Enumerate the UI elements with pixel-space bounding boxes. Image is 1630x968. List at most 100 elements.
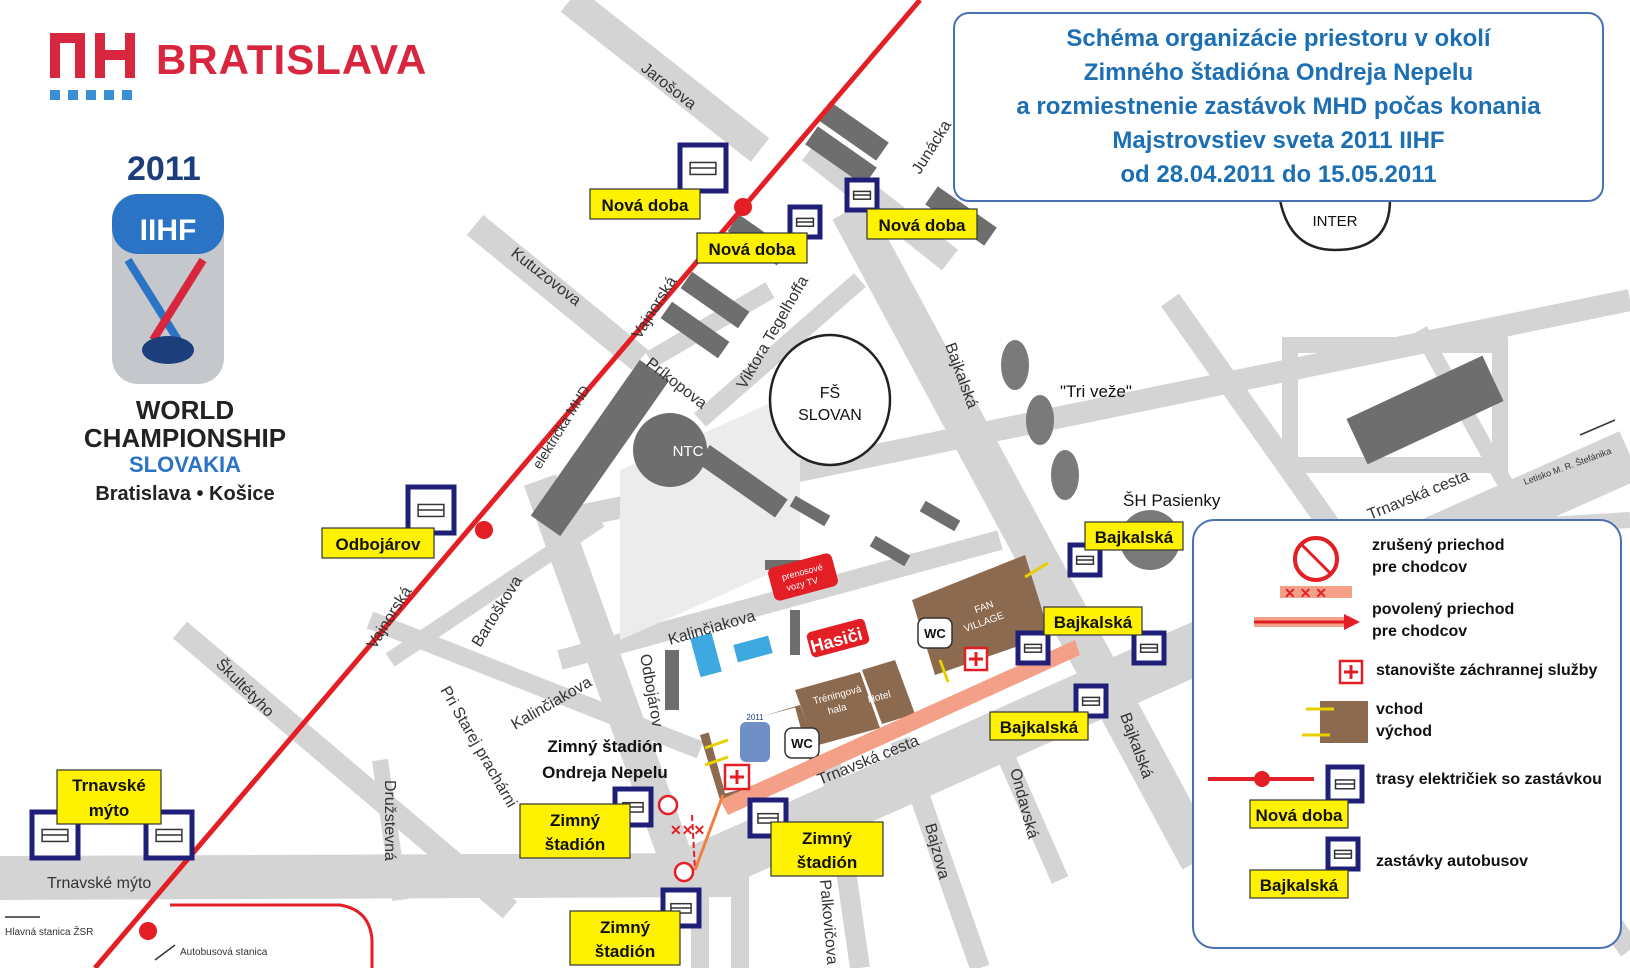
svg-text:Nová doba: Nová doba — [602, 196, 689, 215]
stop-label-nova-doba-2: Nová doba — [696, 232, 808, 264]
airport-arrow-icon — [1579, 419, 1616, 436]
svg-text:Zimný: Zimný — [550, 811, 601, 830]
title-line-1: Schéma organizácie priestoru v okolí — [1066, 25, 1491, 52]
stop-label-nova-doba-1: Nová doba — [589, 188, 701, 220]
street-pri-starej: Pri Starej prachárni — [437, 684, 520, 811]
svg-text:štadión: štadión — [797, 853, 857, 872]
bus-stop-icon — [1073, 683, 1109, 719]
street-trnavske-myto: Trnavské mýto — [47, 875, 151, 892]
stadium-label-2: Ondreja Nepelu — [542, 763, 668, 782]
entry-arrow — [1024, 561, 1049, 579]
closed-crossing-icon: ✕ ✕ ✕ — [1280, 536, 1352, 601]
stop-label-bajkalska-2: Bajkalská — [1043, 606, 1143, 636]
svg-text:Bajkalská: Bajkalská — [1054, 613, 1133, 632]
title-line-5: od 28.04.2011 do 15.05.2011 — [1120, 161, 1437, 188]
training-hall-label-2: hala — [827, 702, 849, 718]
legend-entry: vchod — [1376, 701, 1424, 718]
fs-slovan-label-1: FŠ — [820, 383, 840, 402]
place-labels: FŠ SLOVAN NTC INTER "Tri veže" ŠH Pasien… — [542, 213, 1357, 782]
tram-stop-icon — [677, 142, 729, 194]
stop-labels: Nová doba Nová doba Nová doba Odbojárov … — [56, 188, 1184, 966]
svg-text:Nová doba: Nová doba — [709, 240, 796, 259]
tram-route-icon — [1208, 771, 1314, 787]
iihf-text: IIHF — [140, 214, 197, 247]
street-junacka: Junácka — [909, 117, 955, 177]
svg-text:Nová doba: Nová doba — [879, 216, 966, 235]
bus-stop-icon — [787, 204, 823, 240]
svg-text:Nová doba: Nová doba — [1256, 806, 1343, 825]
bus-station-arrow-icon — [154, 944, 176, 961]
svg-text:Zimný: Zimný — [600, 918, 651, 937]
tri-veze-label: "Tri veže" — [1060, 382, 1132, 401]
main-station-direction: Hlavná stanica ŽSR — [5, 925, 93, 938]
exit-arrow — [704, 755, 729, 767]
svg-text:Zimný: Zimný — [802, 829, 853, 848]
street-skultetyho: Škultétyho — [212, 654, 278, 720]
entry-arrow — [704, 738, 729, 750]
no-pedestrian-icon — [657, 794, 679, 816]
bus-stop-icon — [1015, 630, 1051, 666]
bus-station-direction: Autobusová stanica — [180, 947, 268, 958]
svg-text:Trnavské: Trnavské — [72, 776, 146, 795]
title-line-4: Majstrovstiev sveta 2011 IIHF — [1112, 127, 1445, 154]
stop-label-zimny-3: Zimný štadión — [569, 910, 681, 966]
legend-stop-bajkalska: Bajkalská — [1249, 869, 1349, 899]
wc-label-stadium: WC — [791, 736, 813, 751]
tram-stop-icon — [1325, 764, 1365, 804]
legend-rescue: stanovište záchrannej služby — [1376, 662, 1598, 679]
legend-tram: trasy električiek so zastávkou — [1376, 771, 1602, 788]
stadium-label-1: Zimný štadión — [547, 737, 662, 756]
svg-text:mýto: mýto — [89, 801, 130, 820]
bus-stop-icon — [1325, 836, 1361, 872]
small-logo: 2011 — [746, 713, 764, 722]
svg-text:Bajkalská: Bajkalská — [1095, 528, 1174, 547]
bus-stop-icon — [1325, 836, 1361, 872]
allowed-crossing-icon — [1254, 614, 1360, 630]
exit-arrow — [938, 659, 950, 683]
no-pedestrian-icon — [673, 861, 695, 883]
wc-label-fan: WC — [924, 626, 946, 641]
title-line-2: Zimného štadióna Ondreja Nepelu — [1083, 59, 1474, 86]
tram-stop-icon — [660, 887, 702, 929]
svg-text:Bajkalská: Bajkalská — [1000, 718, 1079, 737]
tram-stop-icon — [405, 484, 457, 536]
closed-crossing-icon: ✕✕✕ — [670, 822, 705, 838]
title-line-3: a rozmiestnenie zastávok MHD počas konan… — [1016, 93, 1541, 120]
street-palkovicova: Palkovičova — [816, 879, 840, 966]
legend-stop-nova-doba: Nová doba — [1249, 799, 1349, 829]
wc-line-3: SLOVAKIA — [128, 452, 242, 477]
ntc-label: NTC — [673, 443, 704, 460]
svg-text:štadión: štadión — [595, 942, 655, 961]
legend-allowed-2: pre chodcov — [1372, 623, 1468, 640]
entry-exit-icon — [1302, 701, 1368, 743]
sh-pasienky-label: ŠH Pasienky — [1123, 491, 1221, 510]
stop-label-bajkalska-3: Bajkalská — [989, 711, 1089, 741]
wc-line-2: CHAMPIONSHIP — [83, 423, 287, 453]
stadium-complex: 2011 Tréningová hala Hotel FAN VILLAGE H… — [690, 553, 1080, 815]
svg-text:Bajkalská: Bajkalská — [1260, 876, 1339, 895]
stop-icons — [29, 142, 1167, 929]
svg-text:✕ ✕ ✕: ✕ ✕ ✕ — [1284, 585, 1327, 601]
pedestrian-crossings: ✕✕✕ — [657, 794, 725, 883]
inter-label: INTER — [1313, 213, 1358, 230]
wc-line-4: Bratislava • Košice — [95, 483, 275, 505]
city-brand: BRATISLAVA — [156, 36, 428, 83]
rescue-icon — [963, 646, 989, 672]
stop-label-bajkalska-1: Bajkalská — [1084, 521, 1184, 551]
tram-line — [93, 0, 922, 968]
fs-slovan-label-2: SLOVAN — [798, 407, 862, 424]
svg-text:Odbojárov: Odbojárov — [335, 535, 421, 554]
legend-exit: východ — [1376, 723, 1433, 740]
wc-line-1: WORLD — [135, 395, 235, 425]
stop-label-nova-doba-3: Nová doba — [866, 208, 978, 240]
legend-closed-2: pre chodcov — [1372, 559, 1468, 576]
stop-label-trnavske-myto: Trnavské mýto — [56, 769, 162, 825]
bus-stop-icon — [844, 177, 880, 213]
bus-stop-icon — [1131, 630, 1167, 666]
legend: ✕ ✕ ✕ Nová doba Bajkalská zrušený priech… — [1192, 519, 1622, 949]
iihf-logo-icon: IIHF — [112, 194, 224, 384]
title-box: Schéma organizácie priestoru v okolí Zim… — [953, 12, 1604, 202]
stop-label-zimny-2: Zimný štadión — [770, 821, 884, 877]
